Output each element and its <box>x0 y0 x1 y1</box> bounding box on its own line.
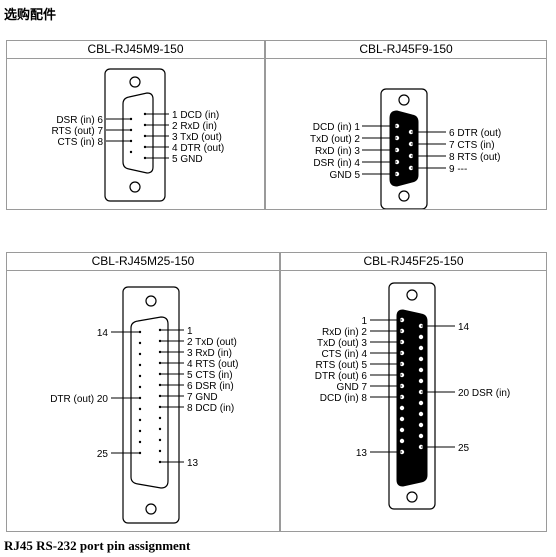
diagram-cell-m9: CBL-RJ45M9-150 DSR (in) 6 RTS (out) 7 CT… <box>6 40 265 210</box>
pin-label: DCD (in) 8 <box>320 393 368 404</box>
pin-dot <box>138 363 142 367</box>
pin-label: 25 <box>97 449 109 460</box>
pin-face <box>130 316 169 489</box>
footer-caption: RJ45 RS-232 port pin assignment <box>4 538 191 553</box>
pin-label: 7 GND <box>187 392 218 403</box>
pin-label: RxD (in) 3 <box>315 146 360 157</box>
pin-label: 1 <box>187 326 193 337</box>
pin-dot <box>158 427 162 431</box>
diagram-cell-f9: CBL-RJ45F9-150 DCD (in) 1 TxD (out) 2 Rx… <box>265 40 547 210</box>
connector-title: CBL-RJ45F9-150 <box>266 41 546 59</box>
mounting-hole-icon <box>406 491 418 503</box>
pin-dot <box>418 345 424 351</box>
pin-label: CTS (in) 8 <box>57 137 103 148</box>
pin-label: GND 7 <box>336 382 367 393</box>
pin-dot <box>138 352 142 356</box>
mounting-hole-icon <box>398 190 410 202</box>
pin-dot <box>418 367 424 373</box>
pin-label: 3 RxD (in) <box>187 348 232 359</box>
pin-dot <box>138 440 142 444</box>
pin-dot <box>418 422 424 428</box>
pin-dot <box>158 438 162 442</box>
pin-label: RTS (out) 5 <box>316 360 368 371</box>
pin-dot <box>399 427 405 433</box>
pin-label: GND 5 <box>329 170 360 181</box>
pin-dot <box>418 378 424 384</box>
pin-label: TxD (out) 2 <box>310 134 360 145</box>
pin-dot <box>138 429 142 433</box>
db25-female-diagram: 1 RxD (in) 2 TxD (out) 3 CTS (in) 4 RTS … <box>315 282 510 510</box>
mounting-hole-icon <box>406 289 418 301</box>
pin-face <box>396 309 428 487</box>
pin-face <box>389 110 419 187</box>
pin-dot <box>399 416 405 422</box>
pin-dot <box>418 334 424 340</box>
pin-label: 4 RTS (out) <box>187 359 239 370</box>
pin-dot <box>418 356 424 362</box>
pin-label: 25 <box>458 443 470 454</box>
pin-label: RTS (out) 7 <box>52 126 104 137</box>
pin-face <box>122 92 154 174</box>
pin-dot <box>418 411 424 417</box>
mounting-hole-icon <box>145 503 157 515</box>
db25-male-diagram: 1 2 TxD (out) 3 RxD (in) 4 RTS (out) 5 C… <box>50 286 239 524</box>
pin-label: 20 DSR (in) <box>458 388 510 399</box>
db9-female-diagram: DCD (in) 1 TxD (out) 2 RxD (in) 3 DSR (i… <box>310 88 501 209</box>
pin-dot <box>138 374 142 378</box>
pin-dot <box>138 341 142 345</box>
pin-label: 4 DTR (out) <box>172 143 224 154</box>
pin-dot <box>399 438 405 444</box>
pin-label: 2 RxD (in) <box>172 121 217 132</box>
pin-label: DSR (in) 4 <box>313 158 360 169</box>
pin-dot <box>158 449 162 453</box>
pin-label: 1 <box>361 316 367 327</box>
pin-label: 6 DTR (out) <box>449 128 501 139</box>
mounting-hole-icon <box>129 76 141 88</box>
diagram-cell-m25: CBL-RJ45M25-150 1 2 TxD (out) 3 RxD (in)… <box>6 252 280 532</box>
pin-label: TxD (out) 3 <box>317 338 367 349</box>
pin-label: DTR (out) 20 <box>50 394 108 405</box>
pin-label: 8 DCD (in) <box>187 403 234 414</box>
pin-label: 13 <box>356 448 368 459</box>
pin-label: DCD (in) 1 <box>313 122 361 133</box>
connector-title: CBL-RJ45M25-150 <box>7 253 279 271</box>
pin-label: 8 RTS (out) <box>449 152 501 163</box>
pin-dot <box>138 385 142 389</box>
pin-label: 5 CTS (in) <box>187 370 233 381</box>
pin-label: 13 <box>187 458 199 469</box>
pin-label: DSR (in) 6 <box>56 115 103 126</box>
pin-label: 14 <box>97 328 109 339</box>
pin-dot <box>418 400 424 406</box>
pin-label: RxD (in) 2 <box>322 327 367 338</box>
page-heading: 选购配件 <box>4 7 57 22</box>
pin-dot <box>138 418 142 422</box>
pin-label: 1 DCD (in) <box>172 110 219 121</box>
mounting-hole-icon <box>129 181 141 193</box>
pin-dot <box>138 407 142 411</box>
pin-label: 3 TxD (out) <box>172 132 222 143</box>
pin-label: 6 DSR (in) <box>187 381 234 392</box>
pin-dot <box>418 433 424 439</box>
pin-label: 5 GND <box>172 154 203 165</box>
pin-label: DTR (out) 6 <box>315 371 368 382</box>
connector-title: CBL-RJ45F25-150 <box>281 253 546 271</box>
pin-label: 7 CTS (in) <box>449 140 495 151</box>
pin-dot <box>158 416 162 420</box>
pin-dot <box>399 405 405 411</box>
db9-male-diagram: DSR (in) 6 RTS (out) 7 CTS (in) 8 1 DCD … <box>52 68 224 202</box>
pin-label: CTS (in) 4 <box>321 349 367 360</box>
pin-label: 9 --- <box>449 164 467 175</box>
mounting-hole-icon <box>145 295 157 307</box>
connector-title: CBL-RJ45M9-150 <box>7 41 264 59</box>
pin-label: 2 TxD (out) <box>187 337 237 348</box>
mounting-hole-icon <box>398 94 410 106</box>
pin-label: 14 <box>458 322 470 333</box>
diagram-cell-f25: CBL-RJ45F25-150 1 RxD (in) 2 TxD (out) 3… <box>280 252 547 532</box>
